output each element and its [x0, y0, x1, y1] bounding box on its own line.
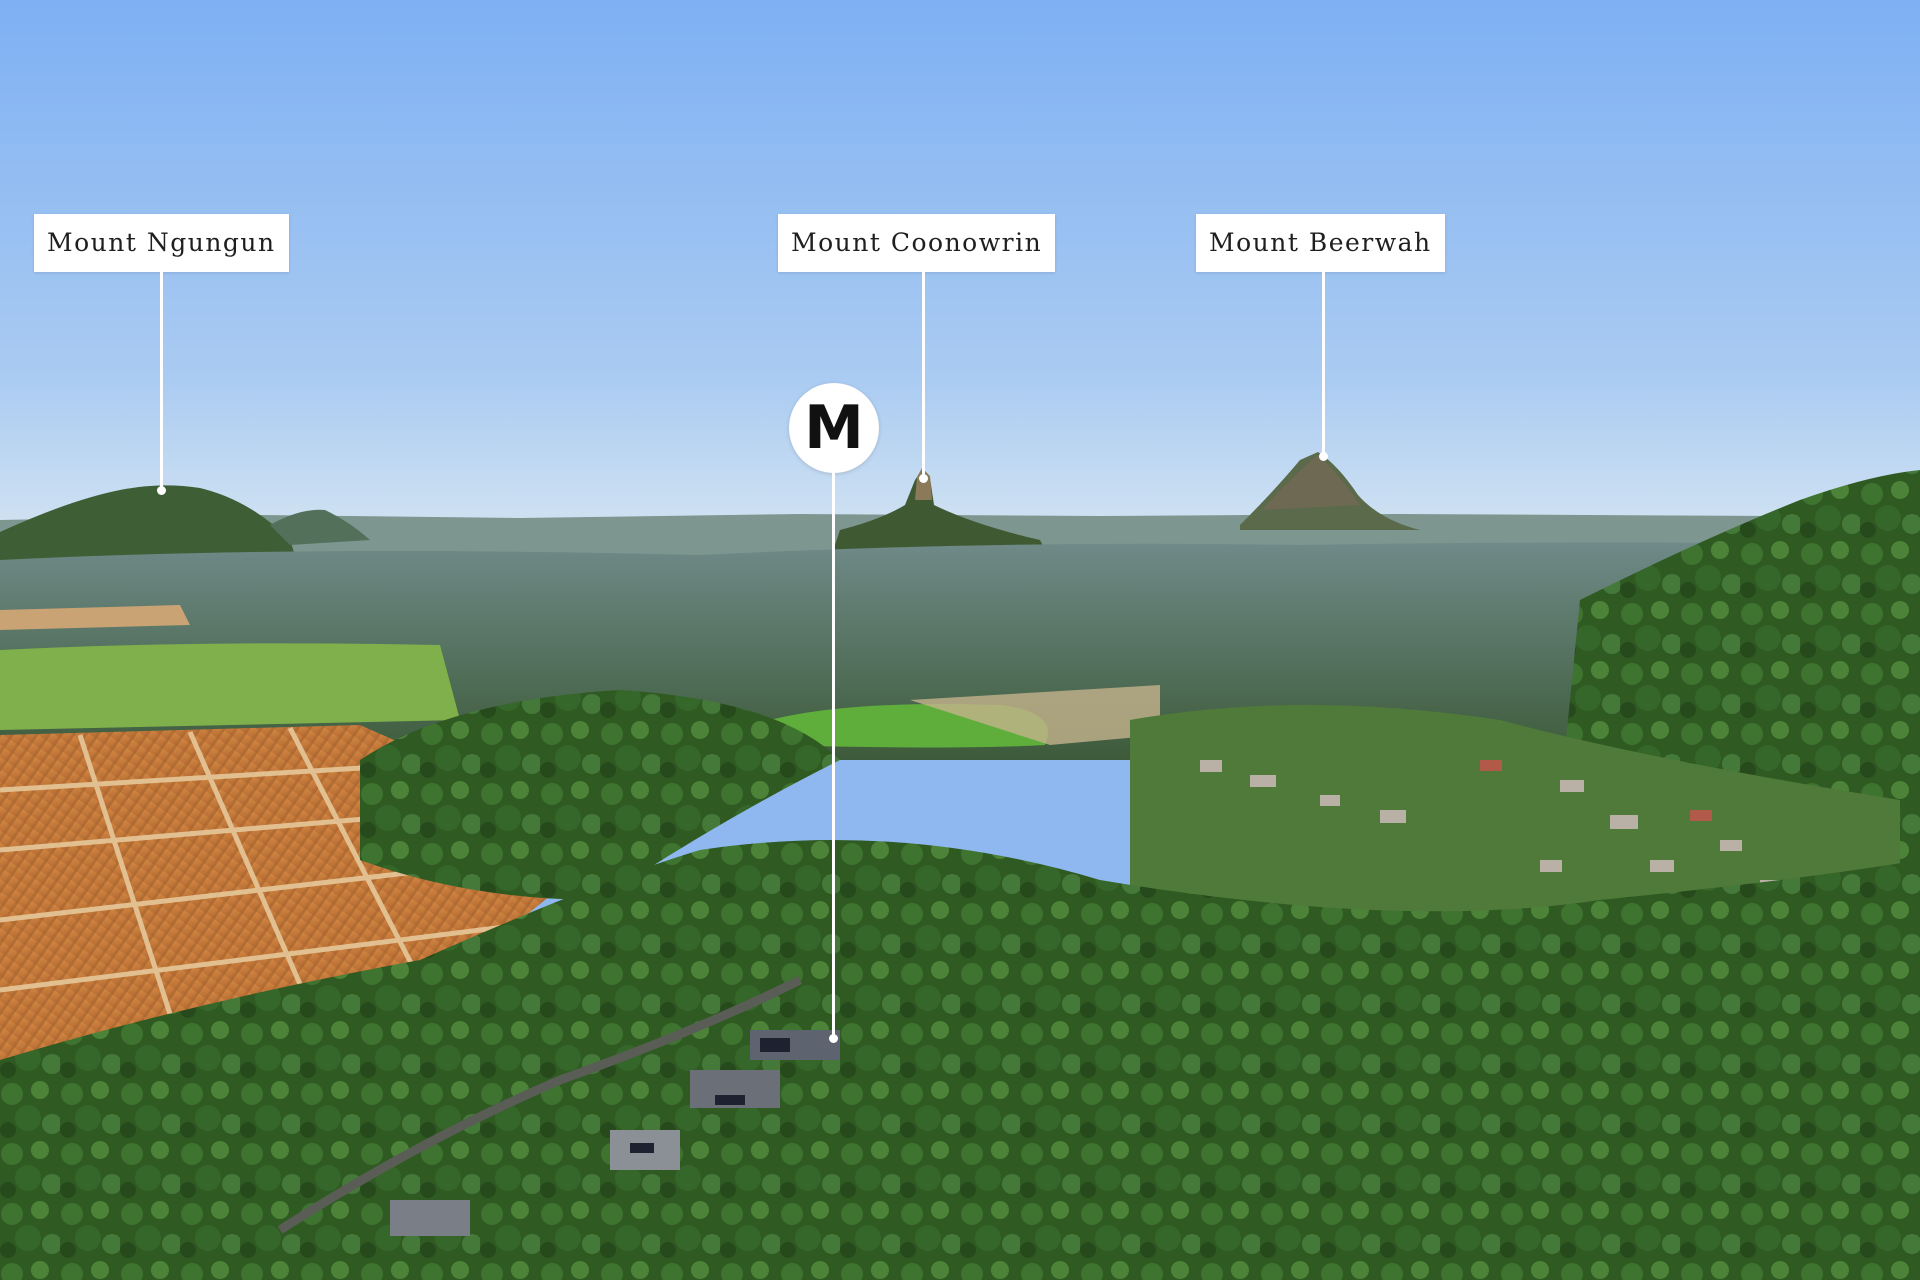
pin-line-ngungun	[160, 272, 163, 490]
foreground-forest	[0, 840, 1920, 1280]
beerwah-rock	[1262, 455, 1360, 510]
mount-coonowrin-shape	[830, 470, 1050, 560]
left-pasture	[0, 643, 460, 730]
village-area	[1130, 705, 1900, 930]
pin-dot-ngungun	[157, 486, 166, 495]
cleared-lots	[910, 685, 1160, 745]
pin-line-coonowrin	[922, 272, 925, 478]
property-marker-line	[832, 472, 835, 1038]
label-mount-beerwah: Mount Beerwah	[1196, 214, 1445, 272]
small-peak	[270, 509, 370, 545]
pin-line-beerwah	[1322, 272, 1325, 454]
road	[277, 975, 803, 1234]
property-marker: M	[789, 383, 879, 473]
plain	[0, 542, 1920, 760]
mid-forest	[360, 690, 840, 900]
label-mount-coonowrin: Mount Coonowrin	[778, 214, 1056, 272]
pin-dot-coonowrin	[919, 474, 928, 483]
pin-dot-beerwah	[1319, 452, 1328, 461]
property-marker-dot	[829, 1034, 838, 1043]
label-mount-ngungun: Mount Ngungun	[34, 214, 289, 272]
houses	[390, 1030, 840, 1236]
farm-strip	[0, 605, 190, 630]
